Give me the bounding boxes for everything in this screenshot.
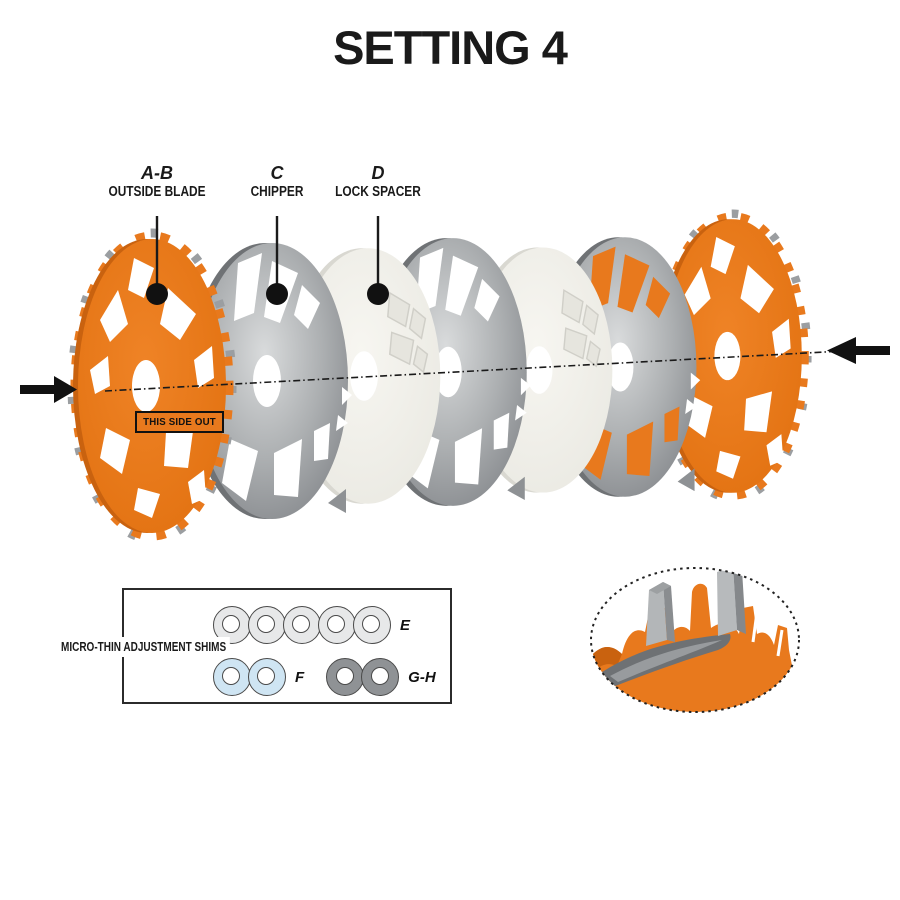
- shim-row: F G-H: [213, 657, 436, 697]
- callout-letter: C: [270, 163, 284, 183]
- shim-hole: [257, 615, 276, 634]
- shim-washer: [248, 606, 286, 644]
- this-side-out-tag: THIS SIDE OUT: [135, 411, 224, 433]
- shim-washer: [361, 658, 400, 696]
- callout-name: LOCK SPACER: [335, 184, 421, 200]
- shim-group: F: [213, 658, 304, 696]
- page-title: SETTING 4: [333, 21, 568, 74]
- shim-row: E: [213, 605, 410, 645]
- callout-outside-blade: A-B OUTSIDE BLADE: [87, 162, 227, 201]
- shim-group: G-H: [326, 658, 436, 696]
- arbor-centerline: [104, 350, 844, 392]
- shim-label: G-H: [408, 668, 436, 686]
- left-arrow-icon: [20, 376, 77, 403]
- shim-washer: [326, 658, 365, 696]
- callout-letter: D: [371, 163, 385, 183]
- shim-hole: [327, 615, 346, 634]
- callout-dots: [146, 283, 389, 305]
- shim-group: E: [213, 606, 410, 644]
- callout-name: CHIPPER: [250, 184, 304, 200]
- callout-name: OUTSIDE BLADE: [108, 184, 206, 200]
- callout-chipper: C CHIPPER: [207, 162, 347, 201]
- shim-washer: [213, 658, 251, 696]
- shim-hole: [362, 615, 381, 634]
- shim-washer: [318, 606, 356, 644]
- shim-hole: [257, 667, 276, 686]
- shim-hole: [292, 615, 311, 634]
- callout-leader-lines: [155, 216, 380, 284]
- shim-label: F: [295, 668, 305, 686]
- shim-hole: [370, 667, 389, 686]
- shim-hole: [335, 667, 354, 686]
- this-side-out-label: THIS SIDE OUT: [143, 416, 216, 428]
- tooth-detail-inset: [590, 567, 800, 713]
- shim-washer: [283, 606, 321, 644]
- right-arrow-icon: [827, 337, 890, 364]
- shim-hole: [222, 615, 241, 634]
- blade-stack: [72, 214, 807, 539]
- shim-label: E: [400, 616, 411, 634]
- shim-washer: [353, 606, 391, 644]
- callout-letter: A-B: [141, 163, 173, 183]
- callout-lock-spacer: D LOCK SPACER: [308, 162, 448, 201]
- shim-box-label: MICRO-THIN ADJUSTMENT SHIMS: [57, 637, 231, 657]
- shim-washer: [248, 658, 286, 696]
- shim-hole: [222, 667, 241, 686]
